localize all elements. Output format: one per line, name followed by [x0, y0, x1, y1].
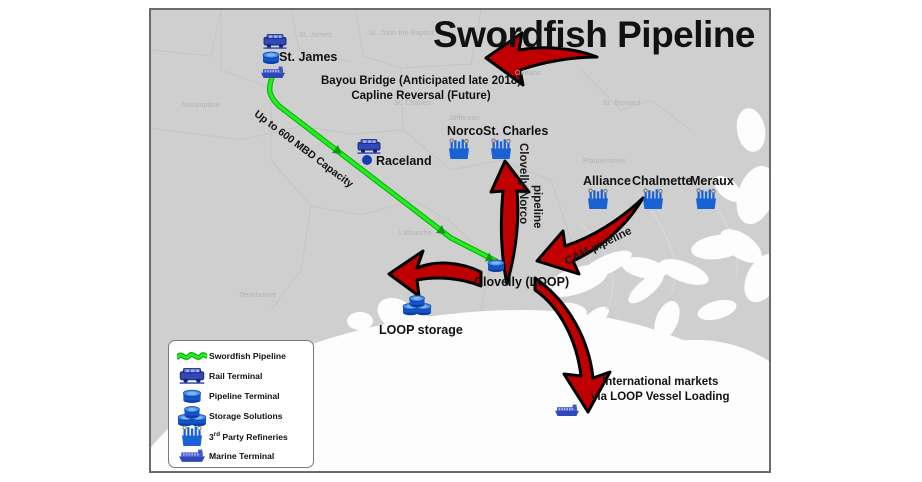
site-label-loop-storage: LOOP storage — [379, 323, 463, 337]
parish-label: Lafourche — [399, 230, 432, 237]
legend-label-pipeline-terminal: Pipeline Terminal — [209, 391, 280, 401]
marine-terminal-icon — [175, 449, 209, 463]
legend-label-swordfish-pipeline: Swordfish Pipeline — [209, 351, 286, 361]
site-label-alliance: Alliance — [583, 174, 631, 188]
parish-label: St. Charles — [394, 100, 431, 107]
parish-label: St. Bernard — [603, 100, 641, 107]
page-title: Swordfish Pipeline — [433, 14, 756, 55]
parish-label: Assumption — [181, 102, 220, 109]
alliance-refinery-icon — [587, 188, 609, 210]
st-james-rail-terminal-icon — [263, 34, 287, 50]
legend-label-rail-terminal: Rail Terminal — [209, 371, 263, 381]
site-label-raceland: Raceland — [376, 154, 432, 168]
parish-label: Jefferson — [449, 115, 480, 122]
international-markets-callout: International markets via LOOP Vessel Lo… — [591, 375, 729, 405]
site-label-st-james: St. James — [279, 50, 338, 64]
legend-label-marine-terminal: Marine Terminal — [209, 451, 275, 461]
parish-label: Terrebonne — [239, 292, 277, 299]
legend-item-rail-terminal: Rail Terminal — [175, 366, 307, 386]
site-label-st-charles: St. Charles — [483, 124, 549, 138]
site-label-chalmette: Chalmette — [632, 174, 693, 188]
parish-label: Plaquemines — [583, 158, 626, 165]
raceland-rail-terminal-icon — [357, 139, 381, 155]
site-label-norco: Norco — [447, 124, 484, 138]
legend: Swordfish Pipeline Rail Terminal — [168, 340, 314, 468]
clovelly-pipeline-terminal-icon — [487, 259, 505, 273]
legend-item-marine-terminal: Marine Terminal — [175, 446, 307, 466]
legend-label-storage-solutions: Storage Solutions — [209, 411, 283, 421]
rail-terminal-icon — [175, 368, 209, 384]
international-markets-line1: International markets — [602, 376, 719, 388]
site-label-clovelly: Clovelly (LOOP) — [474, 275, 570, 289]
refinery-label-ordinal: rd — [213, 430, 220, 438]
chalmette-refinery-icon — [642, 188, 664, 210]
legend-item-third-party-refineries: 3rd Party Refineries — [175, 425, 307, 447]
capacity-label: Up to 600 MBD Capacity — [251, 108, 356, 191]
raceland-point-marker — [362, 155, 372, 165]
bayou-bridge-callout: Bayou Bridge (Anticipated late 2018) Cap… — [321, 74, 521, 104]
storage-solutions-icon — [175, 406, 209, 426]
bayou-bridge-label: Bayou Bridge (Anticipated late 2018) — [321, 75, 522, 87]
lake-shape — [619, 253, 669, 283]
legend-item-pipeline-terminal: Pipeline Terminal — [175, 386, 307, 406]
refinery-icon — [175, 425, 209, 447]
parish-label: St. John the Baptist — [369, 30, 434, 37]
lake-shape — [689, 231, 747, 263]
legend-item-storage-solutions: Storage Solutions — [175, 406, 307, 426]
parish-label: St. James — [299, 32, 332, 39]
site-label-meraux: Meraux — [690, 174, 734, 188]
st-james-marine-terminal-icon — [261, 66, 285, 78]
parish-label: Orleans — [515, 70, 541, 77]
refinery-label-suffix: Party Refineries — [219, 431, 288, 442]
pipeline-terminal-icon — [175, 389, 209, 403]
refinery-label-prefix: 3 — [209, 431, 214, 442]
clovelly-norco-pipeline-label-line2: pipeline — [531, 185, 543, 229]
meraux-refinery-icon — [695, 188, 717, 210]
swordfish-pipeline-icon — [175, 350, 209, 362]
st-charles-refinery-icon — [490, 138, 512, 160]
legend-label-third-party-refineries: 3rd Party Refineries — [209, 431, 288, 442]
international-markets-line2: via LOOP Vessel Loading — [591, 391, 730, 404]
legend-item-swordfish-pipeline: Swordfish Pipeline — [175, 346, 307, 366]
st-james-pipeline-terminal-icon — [262, 51, 280, 65]
clovelly-norco-pipeline-label-line1: Clovelly-Norco — [517, 143, 529, 225]
capline-reversal-label: Capline Reversal (Future) — [351, 90, 491, 103]
lake-shape — [347, 312, 373, 330]
norco-refinery-icon — [448, 138, 470, 160]
loop-storage-arrow — [387, 249, 483, 298]
